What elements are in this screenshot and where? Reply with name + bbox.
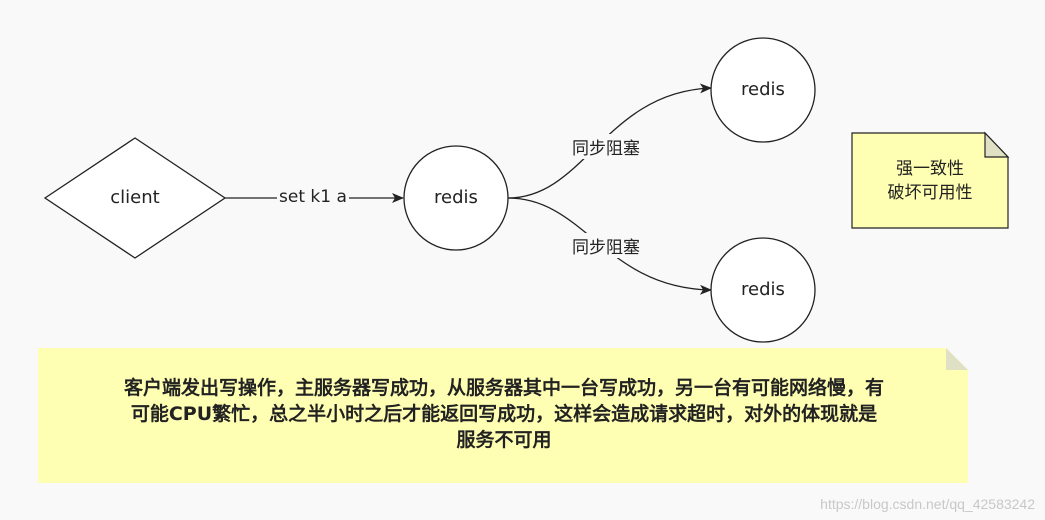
redis-main-label: redis: [434, 187, 478, 208]
redis-top-label: redis: [741, 79, 785, 100]
big-note-line-2: 可能CPU繁忙，总之半小时之后才能返回写成功，这样会造成请求超时，对外的体现就是: [130, 403, 878, 425]
redis-top-node[interactable]: [710, 37, 816, 143]
big-note-line-1: 客户端发出写操作，主服务器写成功，从服务器其中一台写成功，另一台有可能网络慢，有: [123, 377, 884, 399]
edge-label-sync-bottom: 同步阻塞: [570, 233, 642, 258]
redis-bottom-label: redis: [741, 279, 785, 300]
watermark: https://blog.csdn.net/qq_42583242: [820, 496, 1035, 512]
big-note-line-3: 服务不可用: [456, 429, 552, 451]
small-note-line-2: 破坏可用性: [887, 183, 973, 203]
big-note-shape[interactable]: [38, 348, 968, 483]
redis-bottom-node[interactable]: [710, 237, 816, 343]
client-label: client: [110, 187, 160, 208]
big-note-text: 客户端发出写操作，主服务器写成功，从服务器其中一台写成功，另一台有可能网络慢，有…: [40, 375, 968, 453]
small-note-text: 强一致性 破坏可用性: [852, 157, 1008, 205]
small-note-fold: [984, 131, 1010, 158]
big-note-fold: [946, 348, 968, 370]
edge-label-set: set k1 a: [277, 187, 349, 207]
small-note-shape[interactable]: [851, 132, 1009, 229]
small-note-line-1: 强一致性: [896, 159, 964, 179]
edge-label-sync-top: 同步阻塞: [570, 134, 642, 159]
